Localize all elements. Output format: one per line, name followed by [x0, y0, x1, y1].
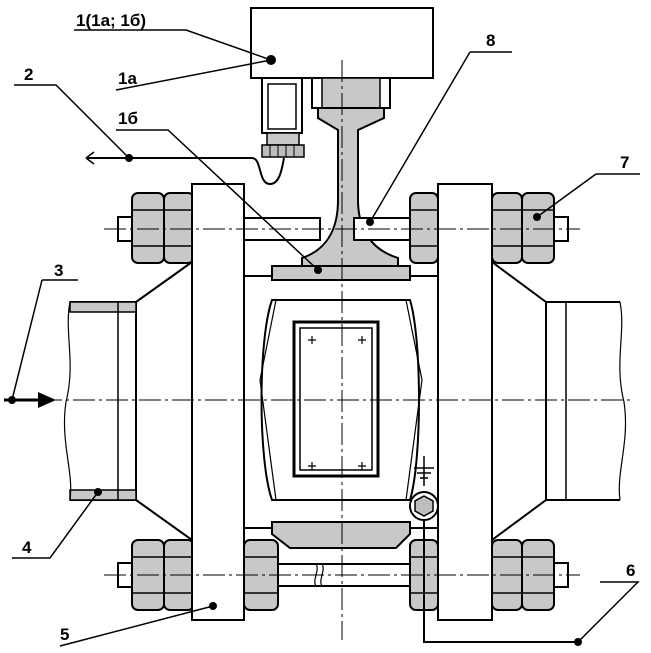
callout-6: 6 — [626, 561, 635, 580]
pipe-left — [64, 302, 136, 500]
callout-4: 4 — [22, 538, 32, 557]
sensor-body — [244, 266, 438, 548]
flow-arrow-icon — [4, 392, 56, 408]
cone-right — [492, 262, 546, 540]
pipe-right — [546, 302, 626, 500]
sensor-stem — [302, 108, 398, 268]
callout-3: 3 — [54, 261, 63, 280]
flange-left — [192, 184, 244, 620]
callout-1a: 1а — [118, 69, 137, 88]
flange-right — [438, 184, 492, 620]
callout-8: 8 — [486, 31, 495, 50]
callout-5: 5 — [60, 625, 69, 644]
callout-7: 7 — [620, 153, 629, 172]
cable-gland — [262, 78, 304, 157]
callout-1b: 1б — [118, 109, 138, 128]
cone-left — [136, 262, 192, 540]
housing-neck — [312, 78, 390, 108]
callout-2: 2 — [24, 65, 33, 84]
cable — [86, 158, 284, 184]
callout-1: 1(1а; 1б) — [76, 11, 146, 30]
